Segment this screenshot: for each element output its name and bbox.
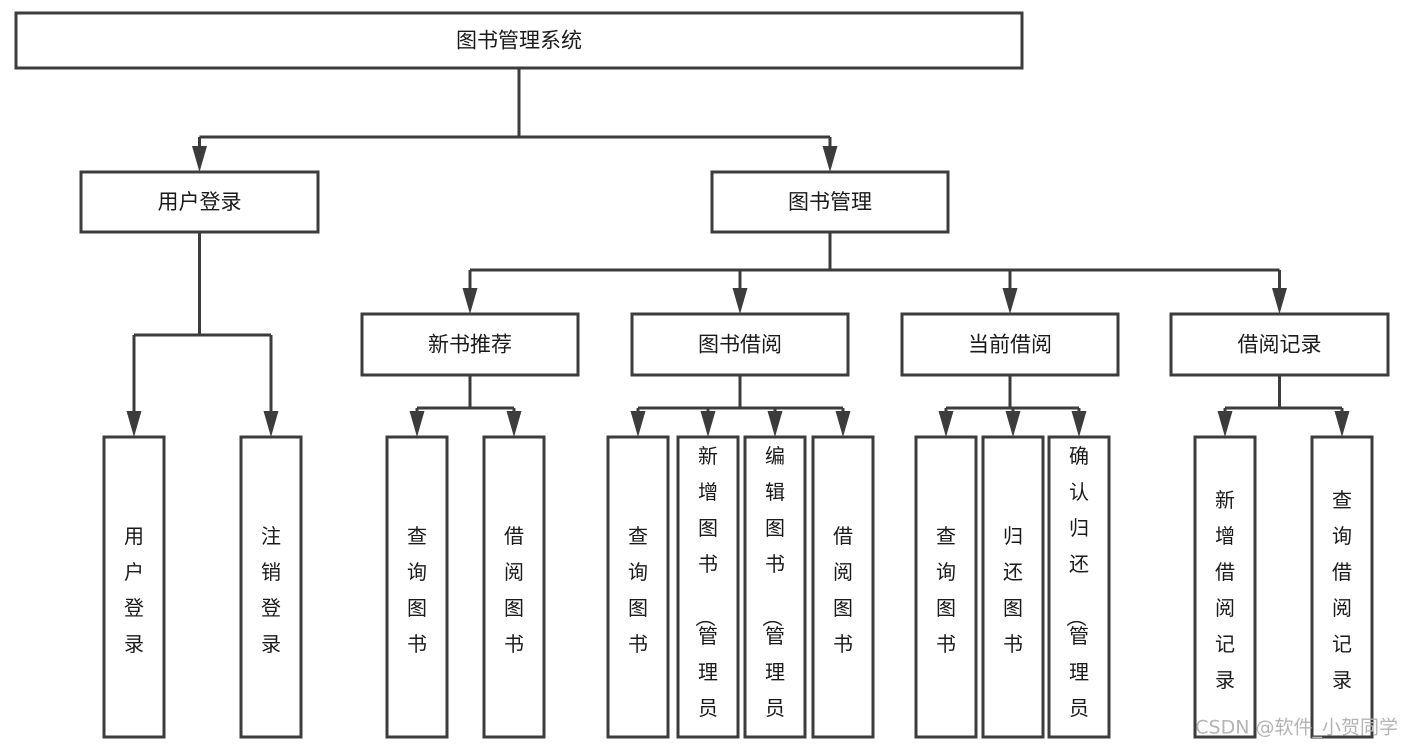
node-box[interactable] <box>1193 435 1257 739</box>
node-label: 查询图书 <box>407 524 427 656</box>
arrow-head-icon <box>767 411 783 437</box>
node-box[interactable] <box>914 435 978 739</box>
connector-book-borrow <box>630 375 851 437</box>
node-leaf-query-book-bo[interactable]: 查询图书 <box>606 435 670 739</box>
connector-current-borrow <box>938 375 1087 437</box>
node-label: 借阅图书 <box>504 524 524 656</box>
node-box[interactable] <box>482 435 546 739</box>
node-label: 归还图书 <box>1003 524 1023 656</box>
connector-borrow-record <box>1217 375 1350 437</box>
csdn-watermark: CSDN @软件_小贺同学 <box>1195 717 1398 739</box>
node-box[interactable] <box>743 435 807 739</box>
node-box[interactable] <box>385 435 449 739</box>
node-label: 借阅记录 <box>1238 333 1322 357</box>
node-label: 当前借阅 <box>968 333 1052 357</box>
node-label: 借阅图书 <box>833 524 853 656</box>
node-box[interactable] <box>630 312 850 377</box>
node-label: 编辑图书（管理员） <box>760 444 785 747</box>
connector-book-manage <box>462 232 1287 314</box>
node-label: 新增借阅记录 <box>1215 488 1235 692</box>
node-box[interactable] <box>102 435 166 739</box>
node-box[interactable] <box>14 11 1024 70</box>
node-box[interactable] <box>1310 435 1374 739</box>
node-label: 图书借阅 <box>698 333 782 357</box>
node-label: 查询图书 <box>936 524 956 656</box>
node-new-book-rec[interactable]: 新书推荐 <box>360 312 580 377</box>
node-leaf-user-login[interactable]: 用户登录 <box>102 435 166 739</box>
node-box[interactable] <box>811 435 875 739</box>
arrow-head-icon <box>462 288 478 314</box>
connector-user-login <box>126 232 279 437</box>
node-label: 图书管理 <box>788 190 872 214</box>
node-label: 用户登录 <box>124 524 144 656</box>
arrow-head-icon <box>630 411 646 437</box>
node-current-borrow[interactable]: 当前借阅 <box>900 312 1120 377</box>
watermark-layer: CSDN @软件_小贺同学 <box>1195 717 1398 739</box>
arrow-head-icon <box>506 411 522 437</box>
node-box[interactable] <box>1047 435 1111 739</box>
node-label: 图书管理系统 <box>456 29 582 53</box>
node-book-borrow[interactable]: 图书借阅 <box>630 312 850 377</box>
node-box[interactable] <box>676 435 740 739</box>
node-book-manage[interactable]: 图书管理 <box>710 170 950 234</box>
node-root[interactable]: 图书管理系统 <box>14 11 1024 70</box>
arrow-head-icon <box>1005 411 1021 437</box>
node-label: 确认归还（管理员） <box>1064 444 1089 747</box>
connector-root <box>192 68 838 172</box>
node-label: 新增图书（管理员） <box>693 444 718 747</box>
arrow-head-icon <box>409 411 425 437</box>
node-leaf-borrow-book-bo[interactable]: 借阅图书 <box>811 435 875 739</box>
node-label: 查询图书 <box>628 524 648 656</box>
node-leaf-add-record[interactable]: 新增借阅记录 <box>1193 435 1257 739</box>
node-leaf-query-book-cur[interactable]: 查询图书 <box>914 435 978 739</box>
node-box[interactable] <box>79 170 320 234</box>
node-layer: 图书管理系统用户登录图书管理新书推荐图书借阅当前借阅借阅记录用户登录注销登录查询… <box>14 11 1390 747</box>
node-box[interactable] <box>239 435 303 739</box>
node-leaf-query-book-rec[interactable]: 查询图书 <box>385 435 449 739</box>
arrow-head-icon <box>1217 411 1233 437</box>
arrow-head-icon <box>732 288 748 314</box>
arrow-head-icon <box>1334 411 1350 437</box>
node-label: 注销登录 <box>261 524 281 656</box>
node-label: 用户登录 <box>158 190 242 214</box>
node-label: 查询借阅记录 <box>1332 488 1352 692</box>
arrow-head-icon <box>938 411 954 437</box>
node-box[interactable] <box>606 435 670 739</box>
node-box[interactable] <box>900 312 1120 377</box>
connector-layer <box>126 68 1350 437</box>
connector-new-book-rec <box>409 375 522 437</box>
node-label: 新书推荐 <box>428 333 512 357</box>
node-leaf-add-book[interactable]: 新增图书（管理员） <box>676 435 740 747</box>
node-borrow-record[interactable]: 借阅记录 <box>1169 312 1390 377</box>
node-leaf-edit-book[interactable]: 编辑图书（管理员） <box>743 435 807 747</box>
arrow-head-icon <box>1002 288 1018 314</box>
node-box[interactable] <box>360 312 580 377</box>
arrow-head-icon <box>835 411 851 437</box>
arrow-head-icon <box>700 411 716 437</box>
node-box[interactable] <box>1169 312 1390 377</box>
node-leaf-query-record[interactable]: 查询借阅记录 <box>1310 435 1374 739</box>
arrow-head-icon <box>1071 411 1087 437</box>
arrow-head-icon <box>1272 288 1287 314</box>
node-leaf-borrow-book-rec[interactable]: 借阅图书 <box>482 435 546 739</box>
arrow-head-icon <box>822 146 838 172</box>
node-leaf-return-book[interactable]: 归还图书 <box>981 435 1045 739</box>
node-box[interactable] <box>710 170 950 234</box>
arrow-head-icon <box>126 411 142 437</box>
node-user-login[interactable]: 用户登录 <box>79 170 320 234</box>
node-box[interactable] <box>981 435 1045 739</box>
arrow-head-icon <box>192 146 207 172</box>
node-leaf-confirm-return[interactable]: 确认归还（管理员） <box>1047 435 1111 747</box>
arrow-head-icon <box>263 411 279 437</box>
node-leaf-user-logout[interactable]: 注销登录 <box>239 435 303 739</box>
